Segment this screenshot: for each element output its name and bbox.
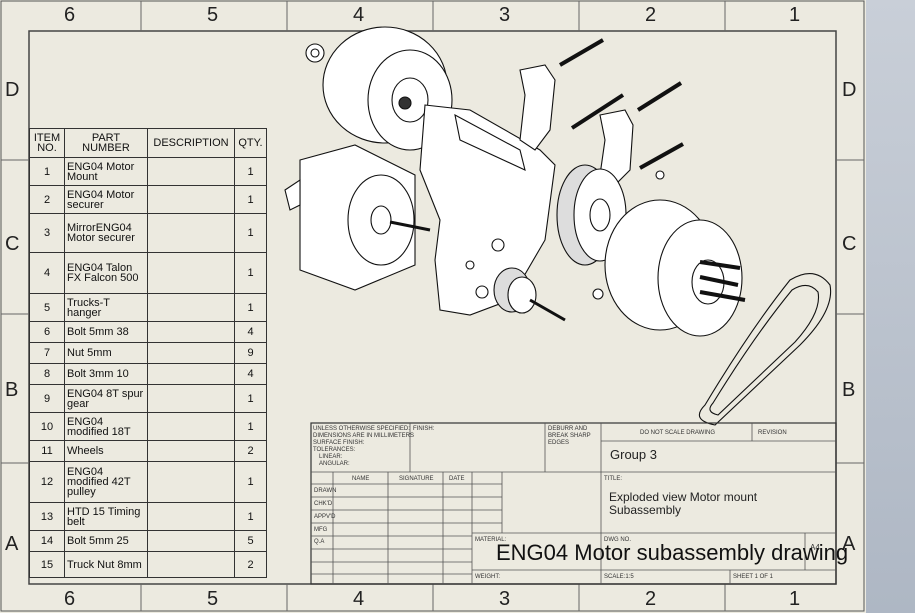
tolerance-note: UNLESS OTHERWISE SPECIFIED: DIMENSIONS A…: [313, 426, 415, 467]
row-label-approved: APPV'D: [314, 514, 336, 520]
material-label: MATERIAL:: [475, 537, 507, 543]
zone-col-label: 5: [207, 588, 219, 610]
bom-header-item: ITEM NO.: [29, 128, 65, 158]
zone-col-label: 1: [789, 4, 801, 26]
dwg-no-label: DWG NO.: [604, 537, 631, 543]
bom-item: 13: [29, 502, 65, 531]
bom-qty: 1: [234, 157, 267, 186]
scale-label: SCALE:1:5: [604, 574, 634, 580]
col-header-date: DATE: [449, 476, 465, 482]
zone-row-label: B: [5, 379, 19, 401]
bom-item: 4: [29, 252, 65, 294]
zone-row-label: D: [5, 79, 20, 101]
bom-qty: 1: [234, 384, 267, 413]
row-label-drawn: DRAWN: [314, 488, 337, 494]
zone-col-label: 6: [64, 588, 76, 610]
sheet-size: A4: [810, 543, 820, 552]
zone-row-label: A: [5, 533, 19, 555]
bom-part: ENG04 Talon FX Falcon 500: [64, 252, 148, 294]
zone-col-label: 6: [64, 4, 76, 26]
bom-header-description: DESCRIPTION: [147, 128, 235, 158]
row-label-checked: CHK'D: [314, 501, 333, 507]
bom-item: 15: [29, 551, 65, 578]
col-header-signature: SIGNATURE: [399, 476, 434, 482]
row-label-mfg: MFG: [314, 527, 328, 533]
bom-part: ENG04 modified 42T pulley: [64, 461, 148, 503]
zone-col-label: 2: [645, 588, 657, 610]
revision-label: REVISION: [758, 430, 787, 436]
bom-qty: 9: [234, 342, 267, 364]
zone-row-label: D: [842, 79, 857, 101]
sheet-label: SHEET 1 OF 1: [733, 574, 773, 580]
bom-part: HTD 15 Timing belt: [64, 502, 148, 531]
window-background: [866, 0, 915, 613]
bom-item: 3: [29, 213, 65, 253]
exploded-assembly-view: [284, 26, 832, 426]
weight-label: WEIGHT:: [475, 574, 500, 580]
zone-row-label: C: [5, 233, 20, 255]
bom-description: [147, 157, 235, 186]
bom-header-part: PART NUMBER: [64, 128, 148, 158]
zone-col-label: 4: [353, 4, 365, 26]
bom-qty: 2: [234, 551, 267, 578]
zone-col-label: 1: [789, 588, 801, 610]
finish-label: FINISH:: [413, 426, 435, 432]
bom-part: ENG04 Motor securer: [64, 185, 148, 214]
bom-item: 12: [29, 461, 65, 503]
bom-part: Truck Nut 8mm: [64, 551, 148, 578]
deburr-note: DEBURR AND BREAK SHARP EDGES: [548, 426, 591, 446]
bom-qty: 1: [234, 185, 267, 214]
zone-row-label: C: [842, 233, 857, 255]
zone-col-label: 2: [645, 4, 657, 26]
zone-col-label: 3: [499, 4, 511, 26]
drawing-frame: [0, 0, 865, 612]
zone-row-label: B: [842, 379, 856, 401]
group-name: Group 3: [610, 447, 657, 462]
col-header-name: NAME: [352, 476, 370, 482]
bom-description: [147, 551, 235, 578]
do-not-scale-note: DO NOT SCALE DRAWING: [640, 430, 716, 436]
zone-col-label: 3: [499, 588, 511, 610]
row-label-qa: Q.A: [314, 539, 325, 545]
zone-row-label: A: [842, 533, 856, 555]
title-label: TITLE:: [604, 476, 623, 482]
drawing-sheet: 6 5 4 3 2 1 6 5 4 3 2 1 D C B A D C B A: [0, 0, 866, 613]
zone-col-label: 4: [353, 588, 365, 610]
bom-description: [147, 412, 235, 441]
drawing-title: Exploded view Motor mount Subassembly: [609, 490, 758, 517]
bom-part: ENG04 Motor Mount: [64, 157, 148, 186]
zone-col-label: 5: [207, 4, 219, 26]
bom-description: [147, 293, 235, 322]
bom-description: [147, 461, 235, 503]
title-block-grid: [310, 422, 837, 585]
drawing-name-overlay: ENG04 Motor subassembly drawing: [496, 540, 849, 565]
